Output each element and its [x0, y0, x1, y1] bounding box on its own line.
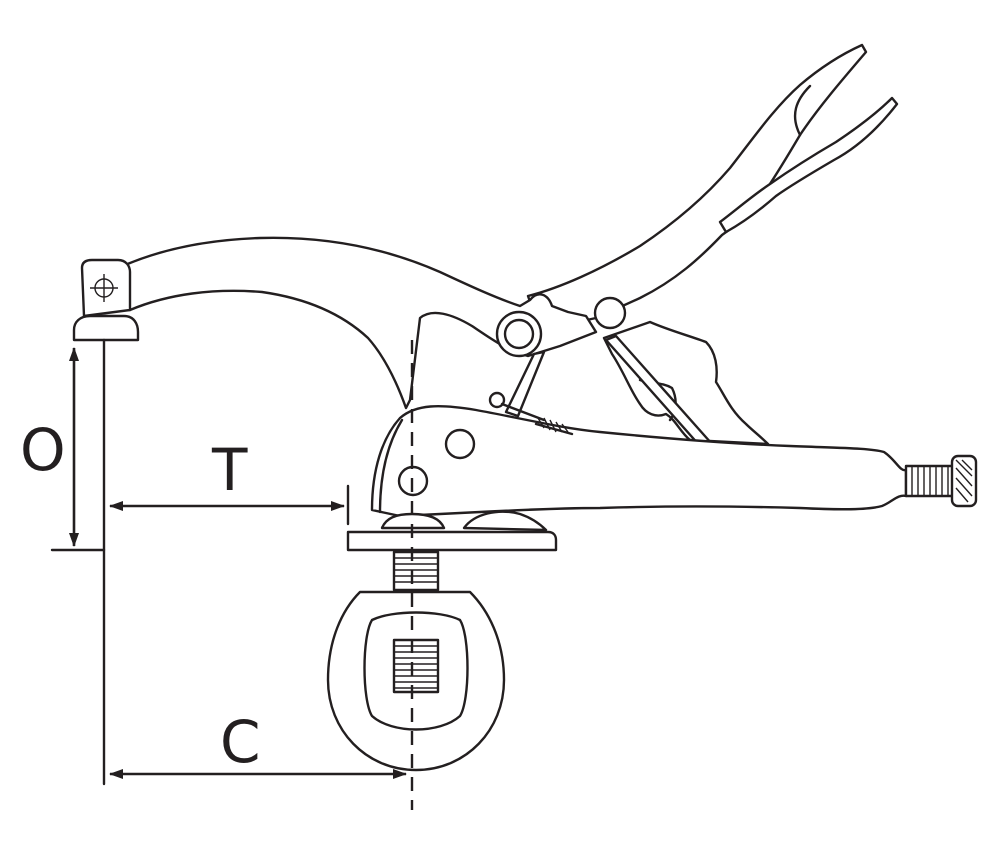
reference-lines [50, 338, 350, 786]
lower-handle [602, 96, 899, 446]
lower-jaw-body [370, 404, 908, 518]
upper-swivel-pad [72, 258, 140, 342]
eye-ring [326, 590, 506, 772]
clamp-arm [108, 236, 627, 410]
label-center-distance: C [220, 708, 261, 776]
spring [488, 391, 574, 436]
threaded-stud [392, 550, 440, 592]
lower-swivel-plate [346, 510, 558, 552]
label-throat-depth: T [211, 436, 248, 504]
label-opening: O [20, 416, 66, 484]
upper-handle [526, 43, 868, 332]
adjusting-screw [904, 454, 978, 508]
